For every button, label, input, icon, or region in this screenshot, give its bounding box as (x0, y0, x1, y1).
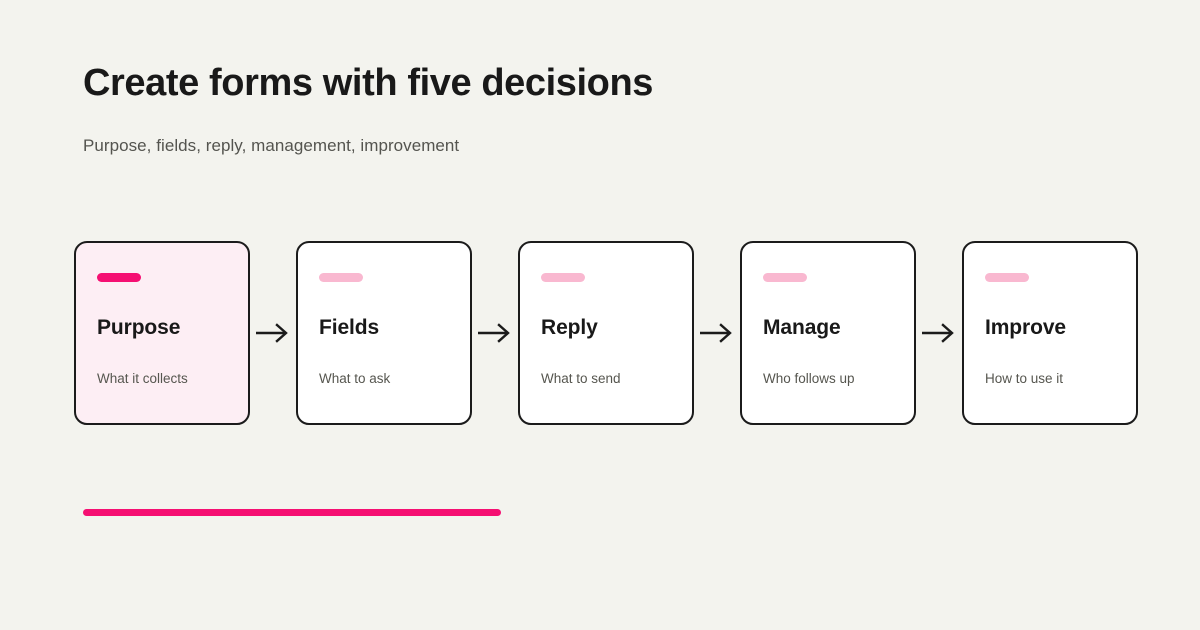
flow-step-title: Reply (541, 316, 598, 339)
accent-bar-icon (319, 273, 363, 282)
process-flow: Purpose What it collects Fields What to … (74, 241, 1138, 425)
flow-step-title: Improve (985, 316, 1066, 339)
flow-step-description: Who follows up (763, 371, 855, 386)
flow-step-title: Purpose (97, 316, 181, 339)
accent-bar-icon (541, 273, 585, 282)
flow-step-improve[interactable]: Improve How to use it (962, 241, 1138, 425)
header: Create forms with five decisions Purpose… (83, 62, 1123, 156)
arrow-right-icon (700, 323, 732, 343)
accent-bar-icon (97, 273, 141, 282)
page-title: Create forms with five decisions (83, 62, 654, 104)
flow-step-fields[interactable]: Fields What to ask (296, 241, 472, 425)
flow-step-description: What to ask (319, 371, 391, 386)
flow-connector-1 (250, 241, 296, 425)
flow-step-reply[interactable]: Reply What to send (518, 241, 694, 425)
flow-step-purpose[interactable]: Purpose What it collects (74, 241, 250, 425)
flow-step-title: Manage (763, 316, 841, 339)
accent-bar-icon (985, 273, 1029, 282)
arrow-right-icon (256, 323, 288, 343)
flow-step-title: Fields (319, 316, 380, 339)
flow-connector-4 (916, 241, 962, 425)
accent-bar-icon (763, 273, 807, 282)
flow-step-description: How to use it (985, 371, 1064, 386)
flow-step-description: What it collects (97, 371, 188, 386)
flow-connector-2 (472, 241, 518, 425)
arrow-right-icon (922, 323, 954, 343)
flow-step-description: What to send (541, 371, 621, 386)
flow-step-manage[interactable]: Manage Who follows up (740, 241, 916, 425)
flow-connector-3 (694, 241, 740, 425)
page-subtitle: Purpose, fields, reply, management, impr… (83, 135, 460, 155)
footer-accent-rule (83, 509, 501, 516)
arrow-right-icon (478, 323, 510, 343)
